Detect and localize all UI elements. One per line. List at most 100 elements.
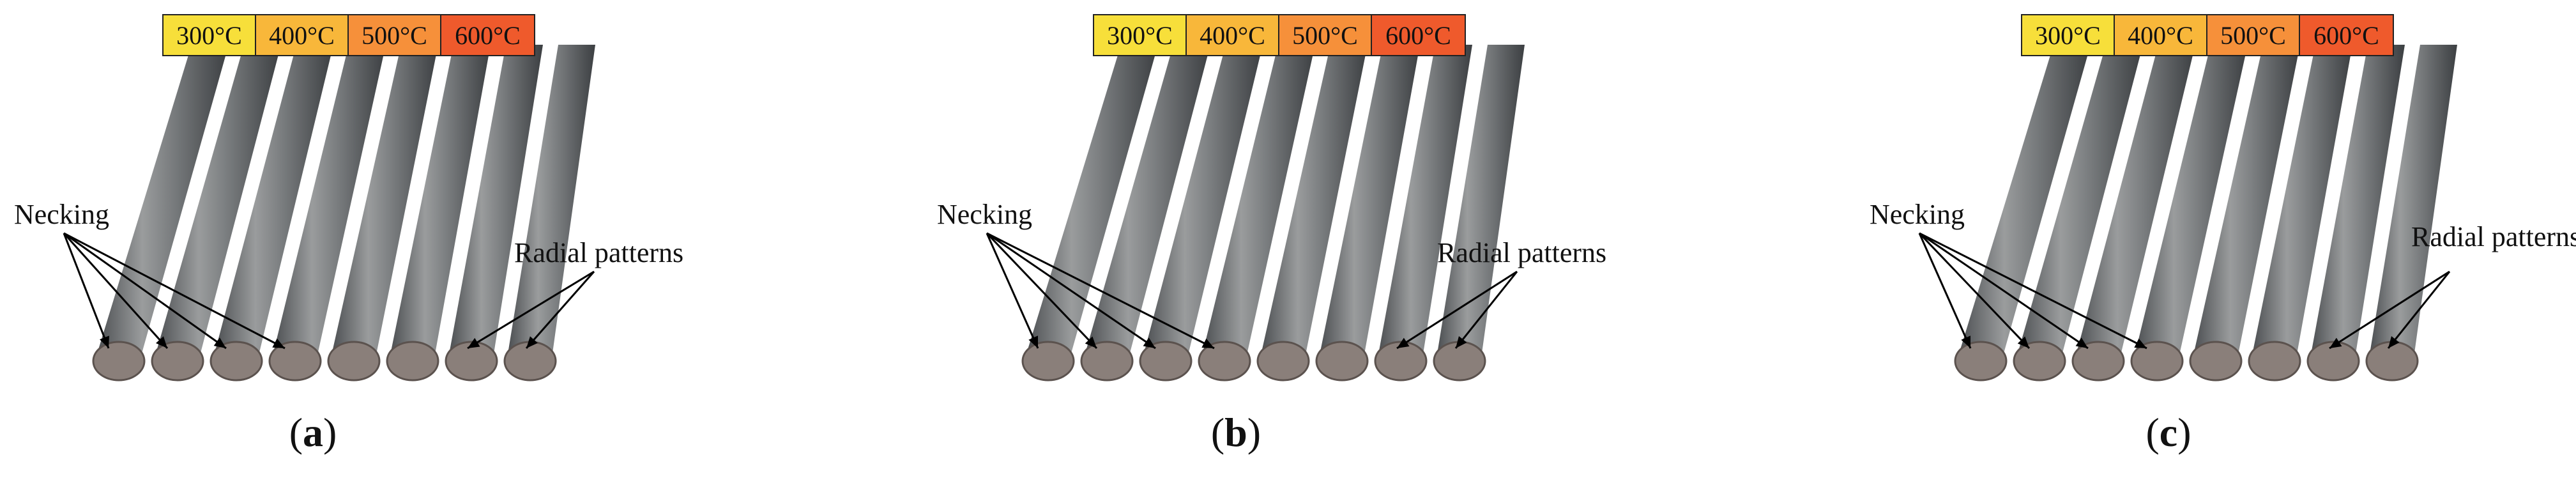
temperature-label: 600°C (441, 15, 534, 55)
radial-arrow (2329, 270, 2450, 350)
rod-fracture-end (386, 341, 439, 382)
panel-caption: (c) (2105, 409, 2232, 456)
rod-fracture-end (1256, 341, 1310, 382)
radial-arrow-head (526, 336, 538, 348)
rod (1958, 45, 2091, 358)
rod-fracture-end (1139, 341, 1193, 382)
radial-patterns-label: Radial patterns (2411, 221, 2576, 252)
rod-fracture-end (2071, 341, 2125, 382)
rod-fracture-end (327, 341, 381, 382)
radial-arrow (525, 271, 595, 349)
necking-arrow-head (213, 337, 226, 348)
radial-arrow-head (468, 337, 480, 348)
necking-arrow-head (1143, 337, 1155, 348)
rod (213, 45, 333, 358)
rod-fracture-end (1954, 341, 2008, 382)
rod (2369, 45, 2457, 358)
radial-arrow-head (2329, 337, 2342, 348)
caption-open-paren: ( (1210, 410, 1225, 455)
temperature-label: 400°C (1187, 15, 1279, 55)
rod-fracture-end (445, 341, 498, 382)
rod-fracture-end (1021, 341, 1075, 382)
necking-arrow-head (272, 338, 285, 348)
rod (1378, 45, 1472, 358)
panel-caption: (b) (1172, 409, 1300, 456)
necking-arrow (986, 232, 1215, 350)
necking-label: Necking (1870, 199, 1965, 230)
rod-fracture-end (1315, 341, 1369, 382)
caption-close-paren: ) (323, 410, 337, 455)
rod (1201, 45, 1315, 358)
rod-fracture-end (2248, 341, 2301, 382)
caption-open-paren: ( (289, 410, 303, 455)
necking-arrow (63, 232, 227, 350)
temperature-label: 600°C (2300, 15, 2393, 55)
rod-fracture-end (268, 341, 322, 382)
rod (1437, 45, 1525, 358)
rod-fracture-end (2013, 341, 2066, 382)
rod-photo (986, 45, 1525, 382)
necking-arrow (1918, 233, 1972, 349)
necking-label: Necking (937, 199, 1033, 230)
rod (1143, 45, 1263, 358)
temperature-label: 300°C (2022, 15, 2115, 55)
radial-arrow (1454, 271, 1518, 349)
rod-fracture-end (1080, 341, 1134, 382)
radial-arrow (2387, 271, 2451, 349)
rod (448, 45, 543, 358)
caption-open-paren: ( (2145, 410, 2160, 455)
necking-arrow (63, 232, 169, 350)
rod (507, 45, 595, 358)
temperature-label: 400°C (2115, 15, 2207, 55)
rod-fracture-end (1374, 341, 1428, 382)
temperature-label: 500°C (349, 15, 441, 55)
rod (1084, 45, 1210, 358)
necking-arrow-head (2075, 337, 2088, 348)
necking-arrow (986, 233, 1039, 349)
radial-arrow-head (1456, 335, 1467, 348)
radial-patterns-label: Radial patterns (514, 237, 684, 268)
necking-arrow-head (156, 336, 167, 348)
rod-fracture-end (2189, 341, 2243, 382)
necking-arrow (1919, 232, 2089, 350)
necking-arrow-head (1201, 338, 1214, 348)
rod (1260, 45, 1368, 358)
rod-fracture-end (1198, 341, 1251, 382)
caption-close-paren: ) (1247, 410, 1261, 455)
necking-arrow-head (2134, 338, 2147, 348)
rod-fracture-end (503, 341, 557, 382)
temperature-label: 300°C (164, 15, 256, 55)
radial-arrow (467, 270, 595, 350)
necking-arrow-head (1028, 335, 1038, 348)
rod (2134, 45, 2248, 358)
rod-photo (1918, 45, 2457, 382)
radial-arrow-head (1397, 337, 1410, 348)
temperature-label: 300°C (1094, 15, 1187, 55)
temperature-label: 500°C (1279, 15, 1372, 55)
necking-arrow (1918, 232, 2031, 350)
rod (2016, 45, 2143, 358)
rod (155, 45, 281, 358)
caption-letter: b (1224, 410, 1247, 455)
temperature-label: 500°C (2207, 15, 2300, 55)
necking-arrow-head (1961, 335, 1970, 348)
rod-fracture-end (2365, 341, 2419, 382)
necking-arrow (63, 232, 286, 350)
rod (390, 45, 491, 358)
necking-arrow-head (100, 335, 109, 348)
rod (1319, 45, 1420, 358)
rod (2310, 45, 2405, 358)
rod (2193, 45, 2300, 358)
necking-arrow-head (2017, 336, 2029, 348)
necking-arrow-head (1085, 336, 1097, 348)
caption-letter: c (2159, 410, 2178, 455)
rod (2252, 45, 2352, 358)
radial-patterns-label: Radial patterns (1437, 237, 1607, 268)
rod (2075, 45, 2195, 358)
necking-arrow (986, 232, 1098, 350)
rod (272, 45, 386, 358)
